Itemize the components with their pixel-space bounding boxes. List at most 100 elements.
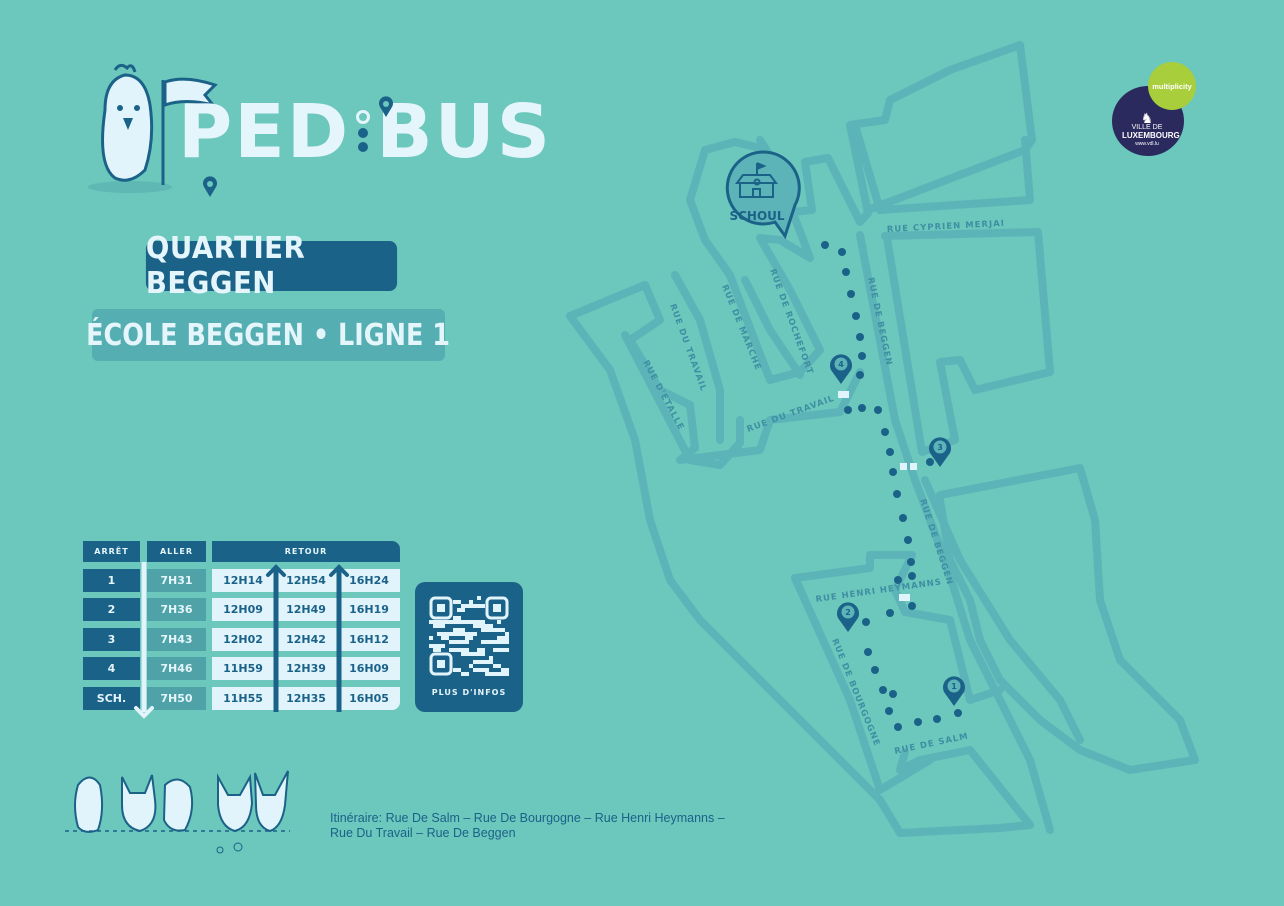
retour-time-cell: 16H05	[338, 687, 400, 710]
route-dot	[904, 536, 912, 544]
route-dot	[893, 490, 901, 498]
route-dot	[899, 514, 907, 522]
route-dot	[879, 686, 887, 694]
stop-cell: SCH.	[83, 687, 140, 710]
route-dot	[885, 707, 893, 715]
roads	[566, 41, 1199, 837]
route-dot	[933, 715, 941, 723]
qr-code-box[interactable]	[415, 582, 523, 712]
route-dot	[856, 333, 864, 341]
retour-time-cell: 16H19	[338, 598, 400, 621]
mascots-illustration	[65, 770, 290, 854]
aller-time-cell: 7H46	[147, 657, 206, 680]
itinerary-line-2: Rue Du Travail – Rue De Beggen	[330, 826, 516, 840]
street-label-heymanns: RUE HENRI HEYMANNS	[815, 577, 943, 605]
stop-cell: 3	[83, 628, 140, 651]
stop-pin-1[interactable]: 1	[943, 676, 965, 706]
route-dot	[856, 371, 864, 379]
route-dot	[858, 404, 866, 412]
retour-time-cell: 11H55	[212, 687, 274, 710]
stop-pins: 1 2 3 4	[830, 354, 965, 706]
stop-cell: 4	[83, 657, 140, 680]
stop-pin-4[interactable]: 4	[830, 354, 853, 384]
retour-time-cell: 12H09	[212, 598, 274, 621]
stop-pin-2[interactable]: 2	[836, 602, 859, 632]
aller-time-cell: 7H50	[147, 687, 206, 710]
retour-time-cell: 12H39	[275, 657, 337, 680]
retour-time-cell: 12H49	[275, 598, 337, 621]
crosswalk	[838, 391, 849, 398]
route-dot	[908, 572, 916, 580]
route-dot	[894, 723, 902, 731]
itinerary-line-1: Itinéraire: Rue De Salm – Rue De Bourgog…	[330, 811, 725, 825]
header-retour: RETOUR	[212, 541, 400, 562]
route-dot	[838, 248, 846, 256]
lion-icon: ♞	[1140, 110, 1154, 126]
route-dot	[889, 690, 897, 698]
retour-time-cell: 16H09	[338, 657, 400, 680]
logo-dots	[356, 106, 371, 166]
route-dot	[886, 448, 894, 456]
stop-pin-3[interactable]: 3	[929, 437, 951, 467]
direction-arrows	[134, 562, 349, 719]
page-title: QUARTIER BEGGEN	[145, 231, 398, 301]
route-dot	[908, 602, 916, 610]
stop-pin-label: 1	[951, 682, 957, 691]
retour-time-cell: 12H42	[275, 628, 337, 651]
crosswalks	[838, 391, 917, 601]
qr-code[interactable]	[429, 596, 509, 676]
retour-time-cell: 11H59	[212, 657, 274, 680]
crosswalk	[900, 463, 907, 470]
header-stop: ARRÊT	[83, 541, 140, 562]
route-dot	[886, 609, 894, 617]
route-dot	[858, 352, 866, 360]
route-dot	[842, 268, 850, 276]
route-dot	[881, 428, 889, 436]
school-label: SCHOUL	[729, 209, 784, 223]
crosswalk	[910, 463, 917, 470]
route-dot	[864, 648, 872, 656]
pin-icon	[379, 96, 393, 117]
stop-cell: 2	[83, 598, 140, 621]
route-dot	[862, 618, 870, 626]
itinerary-text: Itinéraire: Rue De Salm – Rue De Bourgog…	[330, 811, 730, 841]
logo-text-ped: PED	[178, 89, 351, 175]
route-dot	[914, 718, 922, 726]
route-dots	[821, 241, 962, 731]
stop-cell: 1	[83, 569, 140, 592]
stop-pin-label: 2	[845, 608, 851, 617]
retour-time-cell: 12H35	[275, 687, 337, 710]
route-dot	[844, 406, 852, 414]
street-label-bourgogne: RUE DE BOURGOGNE	[829, 637, 881, 748]
aller-time-cell: 7H31	[147, 569, 206, 592]
route-dot	[852, 312, 860, 320]
aller-time-cell: 7H36	[147, 598, 206, 621]
route-dot	[821, 241, 829, 249]
header-aller: ALLER	[147, 541, 206, 562]
multiplicity-logo: multiplicity	[1148, 62, 1196, 110]
route-dot	[954, 709, 962, 717]
school-icon	[735, 162, 778, 198]
retour-time-cell: 12H54	[275, 569, 337, 592]
vdl-line1: VILLE DE	[1131, 124, 1163, 131]
vdl-url: www.vdl.lu	[1135, 141, 1159, 147]
route-dot	[889, 468, 897, 476]
qr-label: PLUS D'INFOS	[431, 688, 507, 697]
school-bubble	[725, 150, 801, 240]
route-dot	[847, 290, 855, 298]
pin-icon	[203, 176, 217, 197]
route-dot	[907, 558, 915, 566]
vdl-line2: LUXEMBOURG	[1122, 131, 1180, 140]
retour-time-cell: 12H02	[212, 628, 274, 651]
route-dot	[874, 406, 882, 414]
stop-pin-label: 3	[937, 443, 943, 452]
route-dot	[894, 576, 902, 584]
aller-time-cell: 7H43	[147, 628, 206, 651]
route-dot	[926, 458, 934, 466]
crosswalk	[899, 594, 910, 601]
retour-time-cell: 16H24	[338, 569, 400, 592]
retour-time-cell: 12H14	[212, 569, 274, 592]
page-subtitle: ÉCOLE BEGGEN • LIGNE 1	[87, 309, 450, 361]
